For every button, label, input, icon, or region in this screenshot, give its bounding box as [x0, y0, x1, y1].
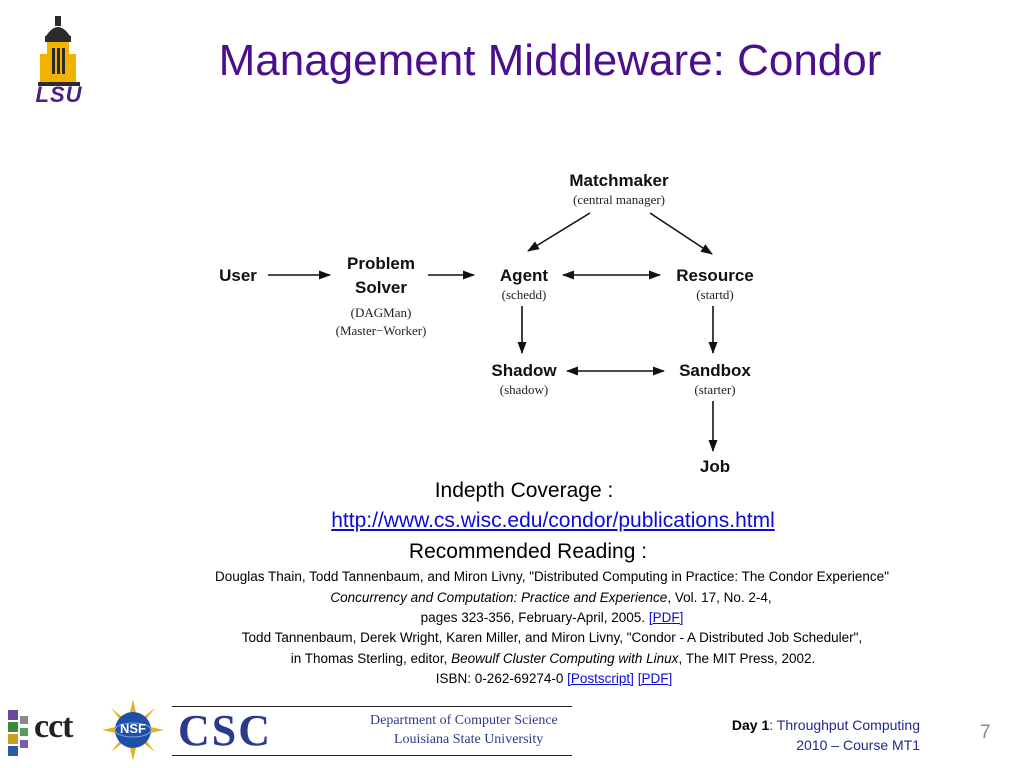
resource-label: Resource	[676, 266, 753, 285]
lsu-wordmark: LSU	[35, 82, 83, 107]
ref2-line2: in Thomas Sterling, editor, Beowulf Clus…	[103, 651, 1003, 666]
csc-wordmark: CSC	[178, 706, 273, 755]
ref1-line2: Concurrency and Computation: Practice an…	[101, 590, 1001, 605]
cct-wordmark: cct	[34, 708, 74, 745]
footer-course-info: Day 1: Throughput Computing 2010 – Cours…	[732, 715, 920, 755]
indepth-url-link[interactable]: http://www.cs.wisc.edu/condor/publicatio…	[331, 509, 775, 532]
indepth-url-row: http://www.cs.wisc.edu/condor/publicatio…	[103, 509, 1003, 533]
problem-solver-label-2: Solver	[355, 278, 407, 297]
arrow-matchmaker-resource	[649, 212, 713, 255]
sandbox-sub: (starter)	[694, 382, 735, 397]
matchmaker-label: Matchmaker	[569, 171, 669, 190]
cct-mark-icon	[8, 710, 28, 756]
nsf-globe-icon	[102, 699, 164, 761]
agent-sub: (schedd)	[502, 287, 547, 302]
job-label: Job	[700, 457, 730, 476]
nsf-logo: NSF	[102, 699, 164, 761]
problem-solver-sub-1: (DAGMan)	[351, 305, 412, 320]
ref1-pdf-link[interactable]: [PDF]	[648, 610, 684, 625]
page-number: 7	[980, 722, 991, 743]
problem-solver-label-1: Problem	[347, 254, 415, 273]
lsu-logo: LSU	[28, 14, 90, 110]
recommended-label: Recommended Reading :	[408, 540, 648, 563]
problem-solver-sub-2: (Master−Worker)	[336, 323, 427, 338]
ref2-book: Beowulf Cluster Computing with Linux	[451, 651, 679, 666]
cct-logo: cct	[8, 706, 96, 758]
matchmaker-sub: (central manager)	[573, 192, 665, 207]
csc-dept-line1: Department of Computer Science	[370, 713, 558, 728]
ref1-line1: Douglas Thain, Todd Tannenbaum, and Miro…	[215, 569, 889, 584]
ref2-isbn: ISBN: 0-262-69274-0	[435, 671, 568, 686]
ref1-line3: pages 323-356, February-April, 2005. [PD…	[102, 610, 1002, 625]
resource-sub: (startd)	[696, 287, 734, 302]
footer-day-label: Day 1	[731, 717, 770, 733]
nsf-wordmark: NSF	[120, 721, 146, 736]
ref2-pdf-link[interactable]: [PDF]	[637, 671, 673, 686]
ref1-journal: Concurrency and Computation: Practice an…	[330, 590, 668, 605]
ref2-postscript-link[interactable]: [Postscript]	[567, 671, 634, 686]
lsu-tower-icon	[38, 16, 80, 86]
shadow-label: Shadow	[491, 361, 557, 380]
ref2-line2-rest: , The MIT Press, 2002.	[678, 651, 816, 666]
footer-day-rest: : Throughput Computing	[769, 717, 920, 733]
csc-dept-line2: Louisiana State University	[394, 732, 544, 747]
slide-title: Management Middleware: Condor	[218, 36, 882, 85]
user-label: User	[219, 266, 257, 285]
ref1-pages: pages 323-356, February-April, 2005.	[420, 610, 649, 625]
ref2-editor: in Thomas Sterling, editor,	[290, 651, 452, 666]
indepth-label: Indepth Coverage :	[434, 479, 614, 502]
agent-label: Agent	[500, 266, 549, 285]
csc-banner: CSC Department of Computer Science Louis…	[172, 706, 572, 756]
shadow-sub: (shadow)	[500, 382, 548, 397]
ref1-line2-rest: , Vol. 17, No. 2-4,	[667, 590, 772, 605]
arrow-matchmaker-agent	[527, 212, 591, 252]
ref2-line1: Todd Tannenbaum, Derek Wright, Karen Mil…	[241, 630, 863, 645]
footer-day-line: Day 1: Throughput Computing	[732, 715, 920, 735]
sandbox-label: Sandbox	[679, 361, 751, 380]
footer-course-line: 2010 – Course MT1	[796, 737, 920, 753]
ref2-line3: ISBN: 0-262-69274-0 [Postscript] [PDF]	[104, 671, 1004, 686]
